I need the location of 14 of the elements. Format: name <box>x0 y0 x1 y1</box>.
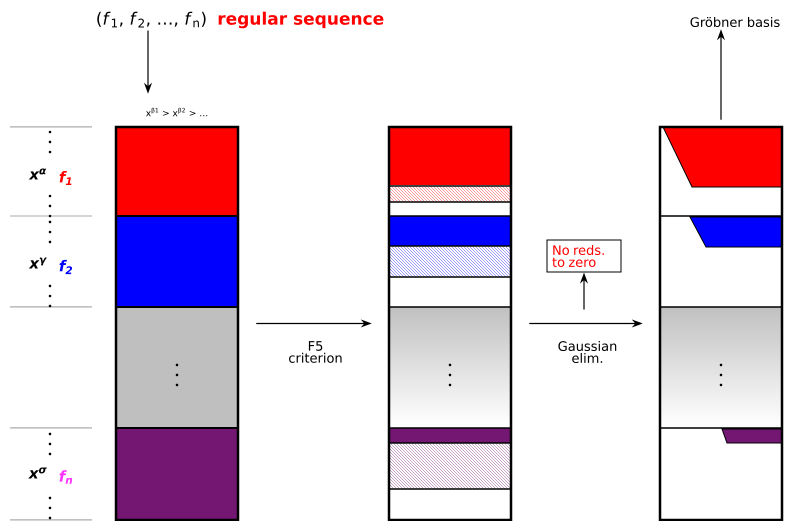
matrix-column <box>388 126 512 521</box>
result-text: Gröbner basis <box>690 16 780 28</box>
matrix-column <box>658 126 784 521</box>
note-box: No reds. to zero <box>546 239 622 273</box>
row-label: f$_{n}$ <box>60 470 72 484</box>
order-text: x$^{β1}$ > x$^{β2}$ > … <box>146 108 208 116</box>
edge-label: Gaussian elim. <box>550 340 624 364</box>
edge-label: F5 criterion <box>278 340 352 364</box>
heading-text: (f$_{1}$, f$_{2}$, …, f$_{n}$) regular sequence <box>97 12 384 28</box>
row-label: x$^{γ}$ <box>28 258 47 268</box>
row-label: x$^{σ}$ <box>28 468 47 478</box>
row-label: f$_{1}$ <box>60 170 72 186</box>
row-label: x$^{α}$ <box>28 168 46 180</box>
row-label: f$_{2}$ <box>60 260 72 274</box>
